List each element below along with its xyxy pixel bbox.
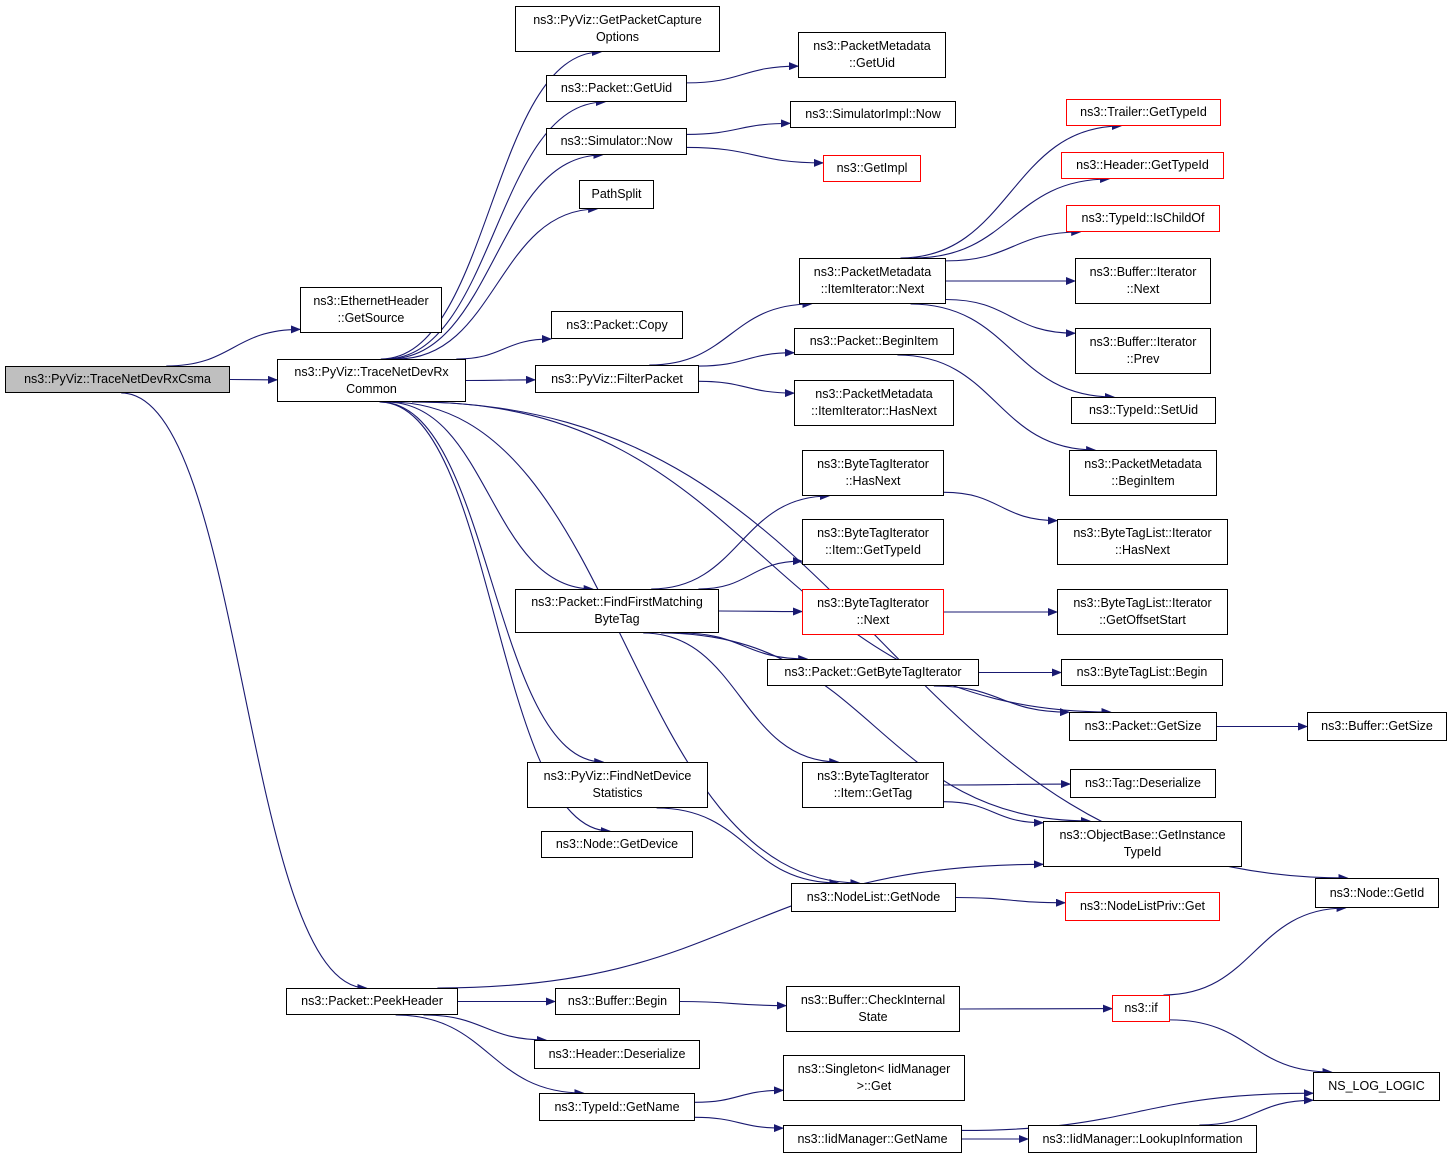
edge-trace_common-to-get_packet_capture_options bbox=[380, 48, 603, 360]
node-path-split[interactable]: PathSplit bbox=[579, 180, 654, 209]
edge-root-to-ethernet_get_source bbox=[166, 325, 301, 367]
edge-packet_get_uid-to-packet_metadata_get_uid bbox=[686, 62, 799, 84]
node-packet-metadata-begin-item[interactable]: ns3::PacketMetadata ::BeginItem bbox=[1069, 450, 1217, 496]
edge-iid_manager_lookup_information-to-ns_log_logic bbox=[1199, 1096, 1314, 1126]
node-get-packet-capture-options[interactable]: ns3::PyViz::GetPacketCapture Options bbox=[515, 6, 720, 52]
node-iid-manager-get-name[interactable]: ns3::IidManager::GetName bbox=[783, 1125, 962, 1153]
node-buffer-iterator-prev[interactable]: ns3::Buffer::Iterator ::Prev bbox=[1075, 328, 1211, 374]
node-type-id-get-name[interactable]: ns3::TypeId::GetName bbox=[539, 1093, 695, 1121]
node-packet-metadata-get-uid[interactable]: ns3::PacketMetadata ::GetUid bbox=[798, 32, 946, 78]
edge-item_iterator_next-to-type_id_is_child_of bbox=[945, 228, 1082, 262]
node-iid-manager-lookup-information[interactable]: ns3::IidManager::LookupInformation bbox=[1028, 1125, 1257, 1153]
node-byte-tag-iterator-next[interactable]: ns3::ByteTagIterator ::Next bbox=[802, 589, 944, 635]
edge-packet_get_byte_tag_iterator-to-packet_get_size bbox=[933, 685, 1070, 717]
node-trace-net-dev-rx-common[interactable]: ns3::PyViz::TraceNetDevRx Common bbox=[277, 359, 466, 402]
node-ns3-if[interactable]: ns3::if bbox=[1112, 995, 1170, 1022]
edge-trace_common-to-find_first_matching_byte_tag bbox=[386, 401, 594, 593]
node-root-trace-net-dev-rx-csma: ns3::PyViz::TraceNetDevRxCsma bbox=[5, 366, 230, 393]
node-trailer-get-type-id[interactable]: ns3::Trailer::GetTypeId bbox=[1066, 99, 1221, 126]
node-ethernet-header-get-source[interactable]: ns3::EthernetHeader ::GetSource bbox=[300, 287, 442, 333]
node-header-deserialize[interactable]: ns3::Header::Deserialize bbox=[534, 1040, 700, 1069]
node-byte-tag-list-iterator-get-offset-start[interactable]: ns3::ByteTagList::Iterator ::GetOffsetSt… bbox=[1057, 589, 1228, 635]
edge-buffer_begin-to-buffer_check_internal_state bbox=[679, 1000, 787, 1010]
edge-peek_header-to-object_base_get_instance_type_id bbox=[437, 860, 1044, 989]
edge-ns3_if-to-node_get_id bbox=[1163, 904, 1347, 996]
edge-node_list_get_node-to-node_list_priv_get bbox=[955, 896, 1066, 907]
edge-iid_manager_get_name-to-ns_log_logic bbox=[961, 1089, 1314, 1132]
edge-root-to-peek_header bbox=[121, 392, 368, 992]
node-get-impl[interactable]: ns3::GetImpl bbox=[823, 155, 921, 182]
edge-item_iterator_next-to-header_get_type_id bbox=[913, 175, 1111, 259]
node-byte-tag-iterator-item-get-tag[interactable]: ns3::ByteTagIterator ::Item::GetTag bbox=[802, 762, 944, 808]
node-item-iterator-has-next[interactable]: ns3::PacketMetadata ::ItemIterator::HasN… bbox=[794, 380, 954, 426]
edge-trace_common-to-path_split bbox=[396, 205, 599, 360]
edge-peek_header-to-header_deserialize bbox=[423, 1014, 547, 1044]
node-simulator-impl-now[interactable]: ns3::SimulatorImpl::Now bbox=[790, 101, 956, 128]
edge-trace_common-to-packet_get_uid bbox=[384, 98, 606, 360]
node-tag-deserialize[interactable]: ns3::Tag::Deserialize bbox=[1070, 769, 1216, 798]
node-byte-tag-list-begin[interactable]: ns3::ByteTagList::Begin bbox=[1061, 659, 1223, 686]
edge-find_first_matching_byte_tag-to-byte_tag_iterator_item_get_type_id bbox=[698, 557, 803, 590]
node-singleton-iid-manager-get[interactable]: ns3::Singleton< IidManager >::Get bbox=[783, 1055, 965, 1101]
edge-trace_common-to-packet_get_size bbox=[416, 401, 1112, 716]
node-object-base-get-instance-type-id[interactable]: ns3::ObjectBase::GetInstance TypeId bbox=[1043, 821, 1242, 867]
edge-filter_packet-to-item_iterator_has_next bbox=[698, 380, 795, 398]
edge-filter_packet-to-packet_begin_item bbox=[698, 348, 795, 367]
edge-find_net_device_statistics-to-node_list_get_node bbox=[656, 807, 840, 887]
node-packet-get-uid[interactable]: ns3::Packet::GetUid bbox=[546, 75, 687, 102]
node-simulator-now[interactable]: ns3::Simulator::Now bbox=[546, 128, 687, 155]
edge-type_id_get_name-to-iid_manager_get_name bbox=[694, 1116, 784, 1133]
node-buffer-iterator-next[interactable]: ns3::Buffer::Iterator ::Next bbox=[1075, 258, 1211, 304]
node-node-list-get-node[interactable]: ns3::NodeList::GetNode bbox=[791, 883, 956, 912]
edge-find_first_matching_byte_tag-to-byte_tag_iterator_next bbox=[718, 607, 803, 616]
node-header-get-type-id[interactable]: ns3::Header::GetTypeId bbox=[1061, 152, 1224, 179]
node-node-get-id[interactable]: ns3::Node::GetId bbox=[1315, 878, 1439, 908]
node-byte-tag-list-iterator-has-next[interactable]: ns3::ByteTagList::Iterator ::HasNext bbox=[1057, 519, 1228, 565]
node-node-get-device[interactable]: ns3::Node::GetDevice bbox=[541, 831, 693, 858]
edge-find_first_matching_byte_tag-to-packet_get_byte_tag_iterator bbox=[680, 632, 809, 663]
node-buffer-get-size[interactable]: ns3::Buffer::GetSize bbox=[1307, 712, 1447, 741]
edge-peek_header-to-type_id_get_name bbox=[395, 1014, 585, 1097]
node-packet-begin-item[interactable]: ns3::Packet::BeginItem bbox=[794, 328, 954, 355]
node-buffer-check-internal-state[interactable]: ns3::Buffer::CheckInternal State bbox=[786, 986, 960, 1032]
edge-filter_packet-to-item_iterator_next bbox=[649, 300, 813, 366]
node-byte-tag-iterator-item-get-type-id[interactable]: ns3::ByteTagIterator ::Item::GetTypeId bbox=[802, 519, 944, 565]
edge-item_iterator_next-to-type_id_set_uid bbox=[910, 303, 1115, 401]
edge-byte_tag_iterator_has_next-to-byte_tag_list_iterator_has_next bbox=[943, 491, 1058, 525]
edge-simulator_now-to-get_impl bbox=[686, 146, 824, 167]
edge-find_first_matching_byte_tag-to-byte_tag_iterator_has_next bbox=[651, 492, 831, 590]
edge-simulator_now-to-simulator_impl_now bbox=[686, 119, 791, 135]
edge-trace_common-to-packet_copy bbox=[456, 334, 552, 360]
node-pyviz-filter-packet[interactable]: ns3::PyViz::FilterPacket bbox=[535, 365, 699, 393]
node-byte-tag-iterator-has-next[interactable]: ns3::ByteTagIterator ::HasNext bbox=[802, 450, 944, 496]
node-find-net-device-statistics[interactable]: ns3::PyViz::FindNetDevice Statistics bbox=[527, 762, 708, 808]
edge-find_first_matching_byte_tag-to-byte_tag_iterator_item_get_tag bbox=[643, 632, 840, 766]
edge-item_iterator_next-to-trailer_get_type_id bbox=[900, 122, 1122, 259]
node-packet-get-size[interactable]: ns3::Packet::GetSize bbox=[1069, 712, 1217, 741]
node-node-list-priv-get[interactable]: ns3::NodeListPriv::Get bbox=[1065, 892, 1220, 921]
edge-ns3_if-to-ns_log_logic bbox=[1169, 1019, 1333, 1076]
node-type-id-set-uid[interactable]: ns3::TypeId::SetUid bbox=[1071, 397, 1216, 424]
edge-trace_common-to-simulator_now bbox=[387, 151, 604, 360]
edge-byte_tag_iterator_item_get_tag-to-tag_deserialize bbox=[943, 780, 1071, 789]
edge-trace_common-to-filter_packet bbox=[465, 375, 536, 384]
node-packet-get-byte-tag-iterator[interactable]: ns3::Packet::GetByteTagIterator bbox=[767, 659, 979, 686]
edge-packet_begin_item-to-packet_metadata_begin_item bbox=[897, 354, 1097, 454]
node-buffer-begin[interactable]: ns3::Buffer::Begin bbox=[555, 988, 680, 1015]
node-packet-copy[interactable]: ns3::Packet::Copy bbox=[551, 311, 683, 339]
node-type-id-is-child-of[interactable]: ns3::TypeId::IsChildOf bbox=[1066, 205, 1220, 232]
edge-type_id_get_name-to-singleton_iid_manager_get bbox=[694, 1086, 784, 1103]
edge-trace_common-to-node_list_get_node bbox=[389, 401, 861, 887]
edge-find_first_matching_byte_tag-to-object_base_get_instance_type_id bbox=[660, 632, 1091, 825]
node-find-first-matching-byte-tag[interactable]: ns3::Packet::FindFirstMatching ByteTag bbox=[515, 589, 719, 633]
node-item-iterator-next[interactable]: ns3::PacketMetadata ::ItemIterator::Next bbox=[799, 258, 946, 304]
edge-item_iterator_next-to-buffer_iterator_prev bbox=[945, 298, 1076, 338]
node-packet-peek-header[interactable]: ns3::Packet::PeekHeader bbox=[286, 988, 458, 1015]
node-ns-log-logic[interactable]: NS_LOG_LOGIC bbox=[1313, 1072, 1440, 1101]
edge-byte_tag_iterator_item_get_tag-to-object_base_get_instance_type_id bbox=[943, 801, 1044, 827]
edge-trace_common-to-find_net_device_statistics bbox=[380, 401, 605, 766]
